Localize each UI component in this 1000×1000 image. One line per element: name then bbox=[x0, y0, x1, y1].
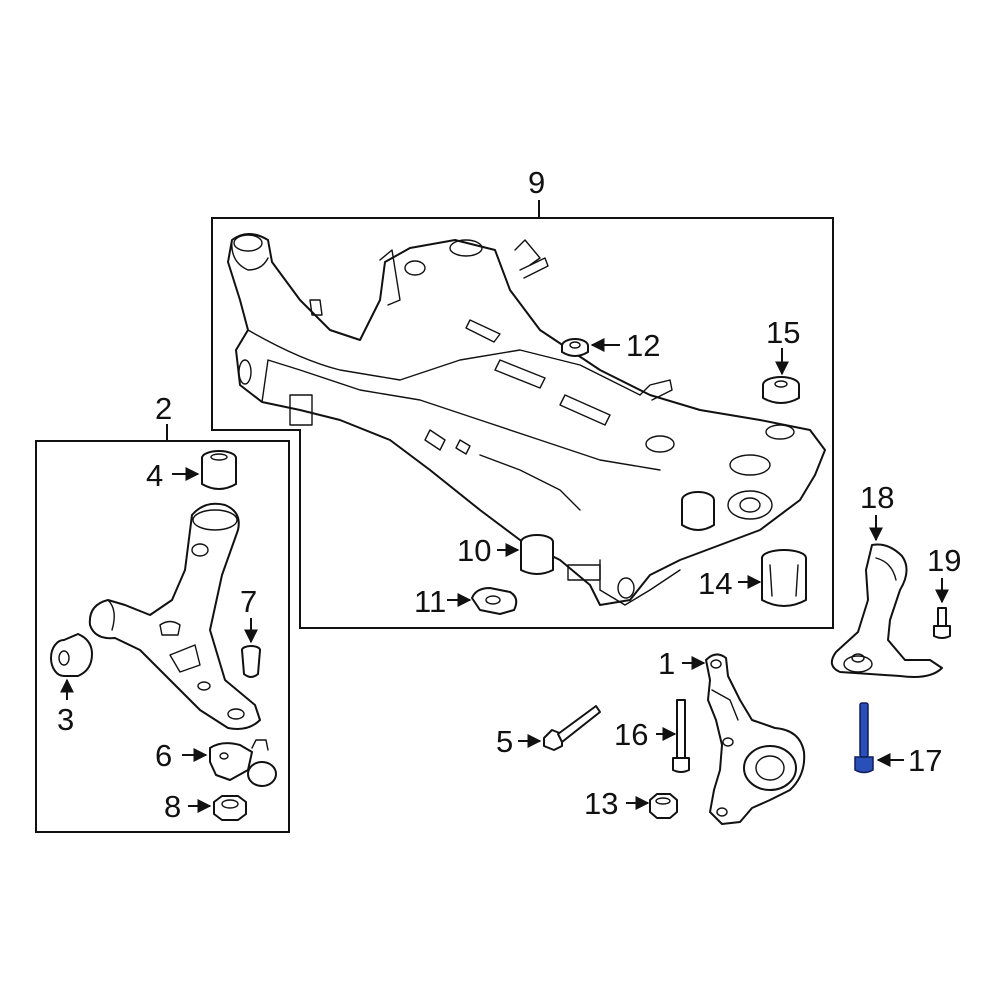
part-17-bolt-highlighted[interactable] bbox=[854, 702, 874, 774]
part-3-bushing[interactable] bbox=[50, 633, 93, 677]
front-crossmember[interactable] bbox=[227, 233, 826, 606]
callout-12: 12 bbox=[626, 328, 660, 363]
part-16-bolt[interactable] bbox=[672, 699, 690, 773]
callout-14: 14 bbox=[698, 566, 732, 601]
callout-4: 4 bbox=[146, 458, 163, 493]
group-frame-2 bbox=[35, 440, 290, 833]
callout-5: 5 bbox=[496, 724, 513, 759]
part-18-bracket[interactable] bbox=[830, 543, 943, 678]
callout-11: 11 bbox=[414, 584, 446, 619]
part-14-bushing[interactable] bbox=[761, 549, 807, 607]
callout-6: 6 bbox=[155, 738, 172, 773]
part-7-pin[interactable] bbox=[241, 645, 261, 678]
callout-1: 1 bbox=[658, 646, 675, 681]
callout-9: 9 bbox=[528, 165, 545, 200]
callout-3: 3 bbox=[57, 702, 74, 737]
part-6-ball-joint[interactable] bbox=[209, 739, 277, 787]
part-12-washer[interactable] bbox=[561, 338, 589, 357]
part-13-nut[interactable] bbox=[649, 793, 678, 819]
callout-18: 18 bbox=[860, 480, 894, 515]
part-10-bushing[interactable] bbox=[520, 534, 554, 575]
callout-7: 7 bbox=[240, 584, 257, 619]
callout-13: 13 bbox=[584, 786, 618, 821]
group-frame-9 bbox=[211, 217, 834, 629]
part-1-steering-knuckle[interactable] bbox=[705, 653, 806, 825]
part-11-plate[interactable] bbox=[471, 587, 518, 615]
callout-15: 15 bbox=[766, 315, 800, 350]
part-19-bolt[interactable] bbox=[933, 607, 951, 639]
callout-17: 17 bbox=[908, 743, 942, 778]
callout-16: 16 bbox=[614, 717, 648, 752]
callout-19: 19 bbox=[927, 543, 961, 578]
callout-2: 2 bbox=[155, 391, 172, 426]
callout-10: 10 bbox=[457, 533, 491, 568]
part-15-bushing[interactable] bbox=[762, 376, 800, 404]
part-5-bolt[interactable] bbox=[543, 705, 601, 751]
part-8-nut[interactable] bbox=[213, 795, 247, 821]
part-4-bushing[interactable] bbox=[201, 450, 237, 490]
lower-control-arm[interactable] bbox=[88, 502, 261, 730]
callout-8: 8 bbox=[164, 789, 181, 824]
